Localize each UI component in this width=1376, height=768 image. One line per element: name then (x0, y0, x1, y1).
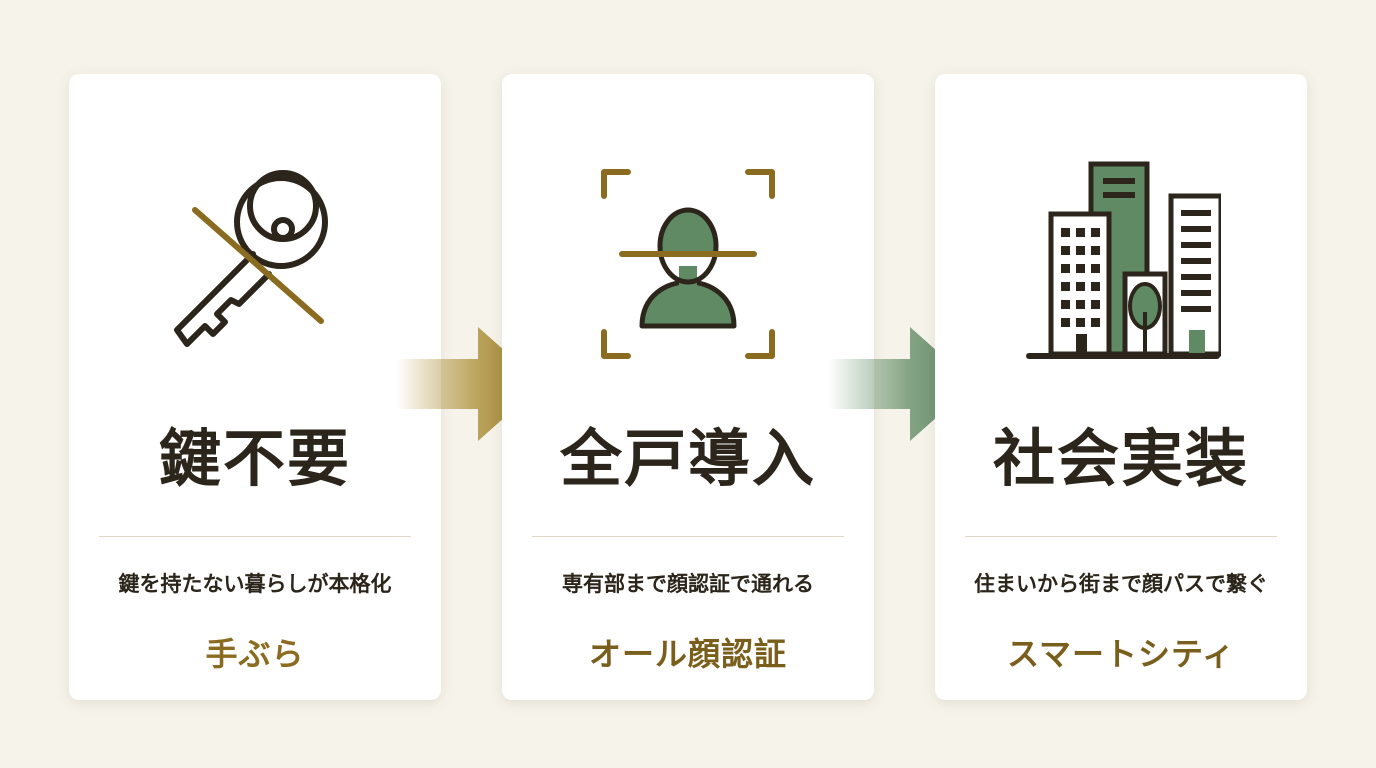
step-tag: スマートシティ (1006, 635, 1236, 673)
key-crossed-out-icon (155, 154, 355, 374)
step-tag: オール顔認証 (588, 635, 787, 673)
step-title: 社会実装 (992, 422, 1249, 495)
face-scan-icon (588, 154, 788, 374)
step-card-key-free: 鍵不要 鍵を持たない暮らしが本格化 手ぶら (69, 74, 441, 700)
divider (99, 536, 411, 537)
city-buildings-icon (1021, 154, 1221, 374)
step-card-social-implementation: 社会実装 住まいから街まで顔パスで繋ぐ スマートシティ (935, 74, 1307, 700)
step-title: 全戸導入 (559, 422, 816, 495)
step-title: 鍵不要 (158, 422, 351, 495)
step-description: 鍵を持たない暮らしが本格化 (118, 572, 392, 596)
divider (965, 536, 1277, 537)
step-description: 専有部まで顔認証で通れる (562, 572, 814, 596)
step-tag: 手ぶら (205, 635, 305, 673)
step-description: 住まいから街まで顔パスで繋ぐ (974, 572, 1268, 596)
step-card-full-install: 全戸導入 専有部まで顔認証で通れる オール顔認証 (502, 74, 874, 700)
divider (532, 536, 844, 537)
